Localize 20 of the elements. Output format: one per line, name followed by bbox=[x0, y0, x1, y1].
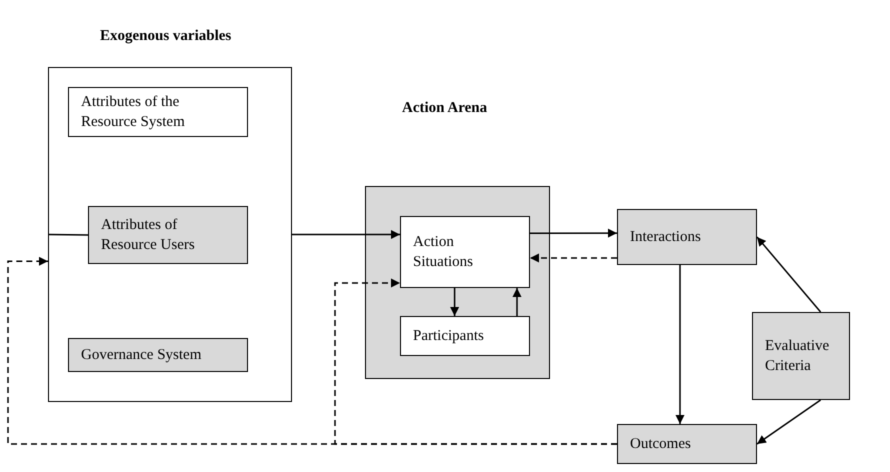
connector-line bbox=[48, 234, 88, 236]
process-box: Attributes of the Resource System bbox=[68, 87, 248, 137]
arrow bbox=[512, 288, 522, 316]
arrow bbox=[450, 288, 460, 316]
arrow bbox=[292, 230, 400, 239]
group-heading: Action Arena bbox=[402, 100, 488, 117]
arrow bbox=[756, 236, 822, 312]
process-box: Action Situations bbox=[400, 216, 530, 288]
arrow bbox=[676, 265, 684, 424]
arrow bbox=[7, 256, 617, 445]
arrow bbox=[530, 228, 617, 238]
process-box: Participants bbox=[400, 316, 530, 356]
process-box: Outcomes bbox=[617, 424, 757, 464]
process-box: Evaluative Criteria bbox=[752, 312, 850, 400]
arrow bbox=[530, 253, 617, 262]
group-heading: Exogenous variables bbox=[100, 28, 232, 45]
process-box: Attributes of Resource Users bbox=[88, 206, 248, 264]
process-box: Governance System bbox=[68, 338, 248, 372]
process-box: Interactions bbox=[617, 209, 757, 265]
arrow bbox=[756, 399, 822, 445]
